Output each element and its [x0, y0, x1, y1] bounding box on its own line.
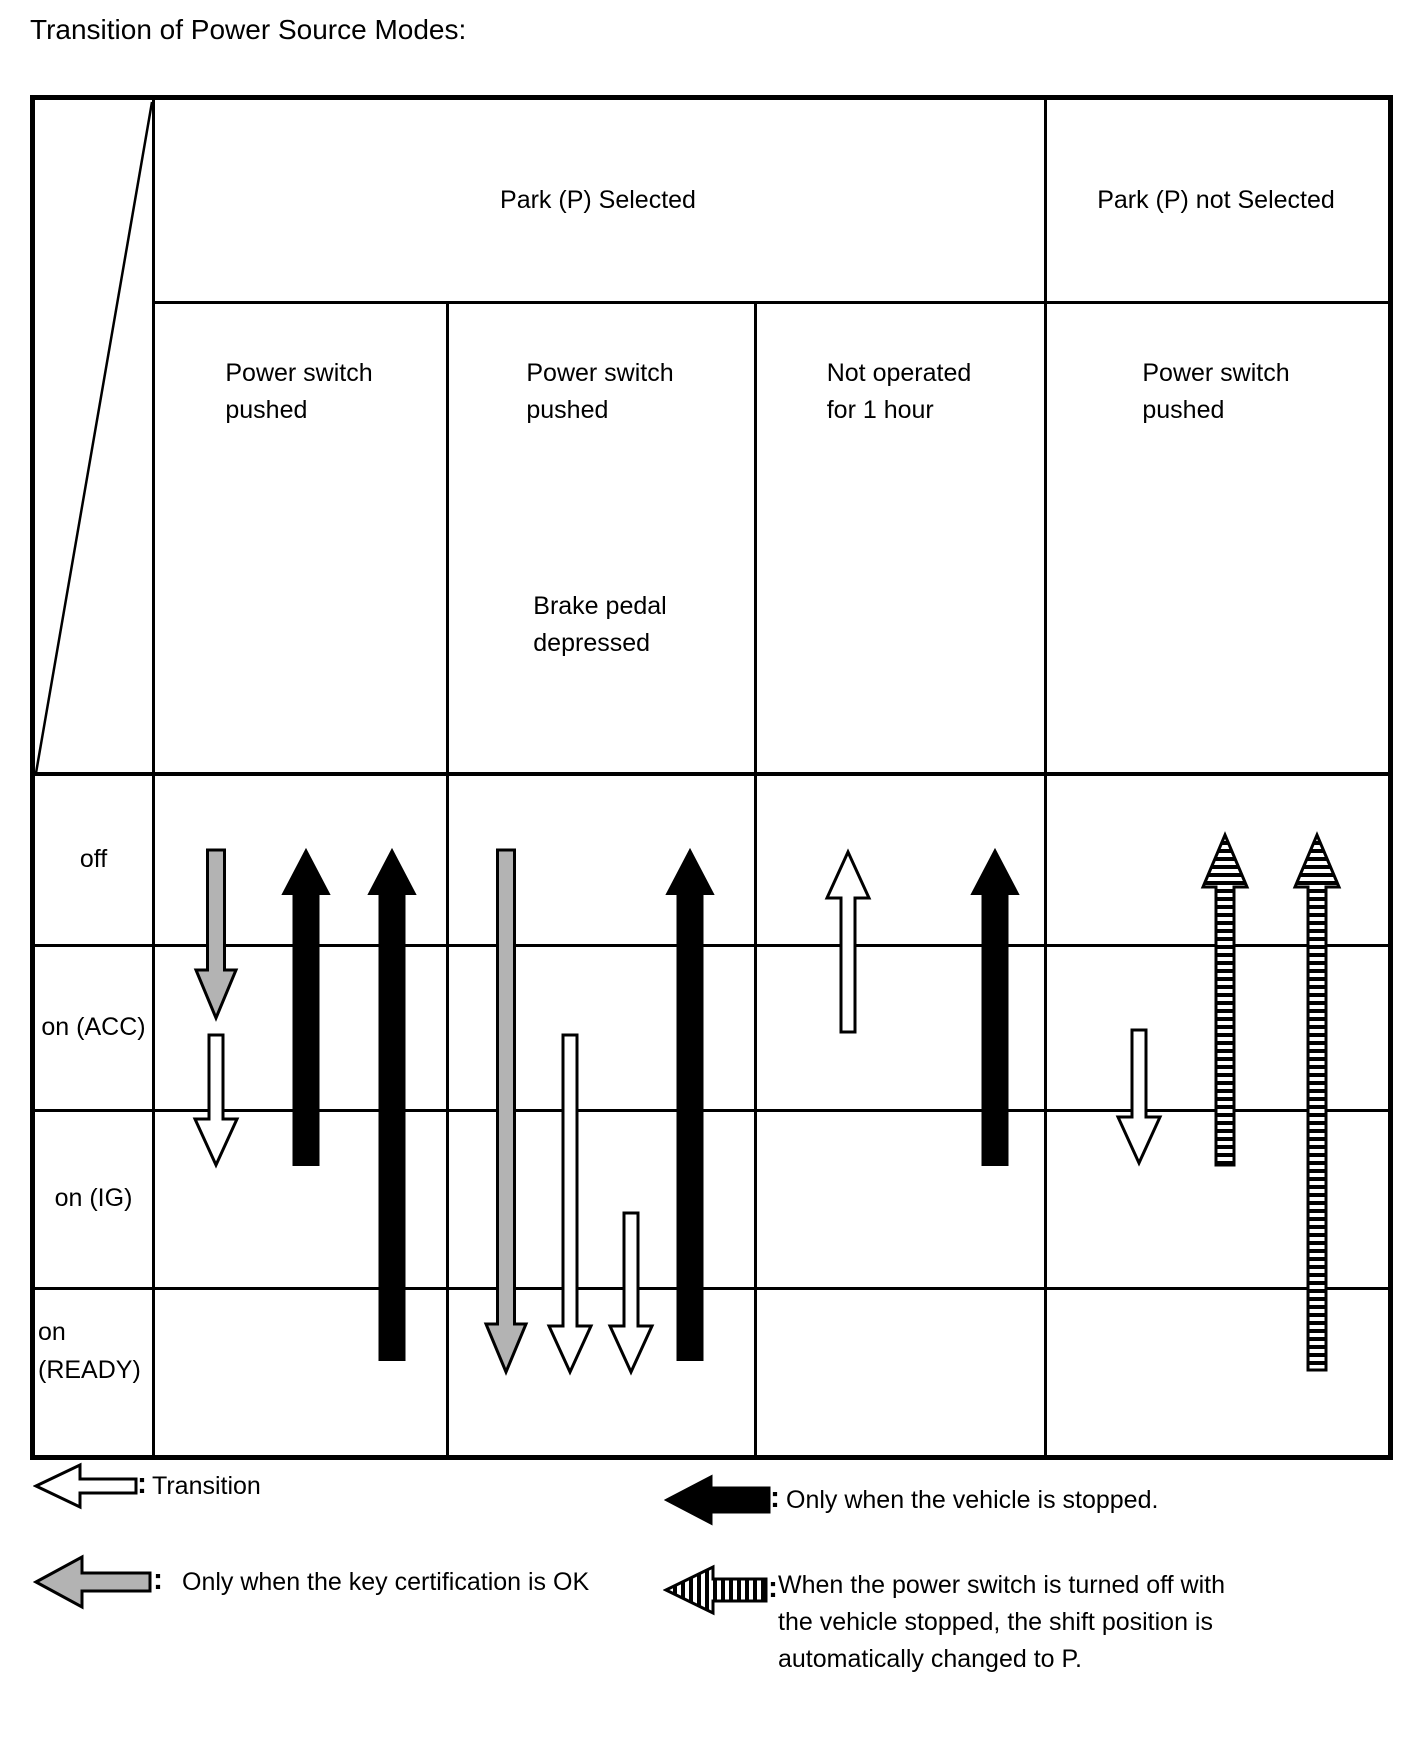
legend-label-transition: Transition [152, 1472, 261, 1500]
condition-3-line1: Not operated [826, 359, 972, 387]
header-condition-2: Power switch pushed Brake pedal depresse… [446, 301, 754, 773]
grid-line-group-bottom [152, 301, 1388, 304]
legend-label-vehicle-stopped: Only when the vehicle is stopped. [786, 1486, 1159, 1514]
arrow-white-down-onIG-to-onREADY [607, 1211, 655, 1376]
grid-line-col1-col2 [446, 301, 449, 1455]
arrow-black-up-onIG-to-off [970, 847, 1020, 1166]
legend-colon-4: : [768, 1571, 778, 1604]
condition-1-line2: pushed [225, 396, 308, 424]
header-condition-3: Not operated for 1 hour [754, 301, 1044, 773]
arrow-white-down-onACC-to-onREADY [546, 1033, 594, 1376]
row-label-off: off [35, 773, 152, 944]
legend-label-key-certification: Only when the key certification is OK [182, 1568, 590, 1596]
arrow-black-up-onREADY-to-off [665, 847, 715, 1361]
row-label-on-ready: on (READY) [35, 1287, 152, 1455]
arrow-striped-up-onREADY-to-off [1292, 831, 1342, 1372]
header-park-not-selected: Park (P) not Selected [1044, 100, 1388, 301]
legend-colon-3: : [153, 1563, 163, 1596]
row-label-on-ready-line2: (READY) [38, 1356, 141, 1384]
condition-3-line2: for 1 hour [826, 396, 934, 424]
grid-line-data-top [35, 772, 1388, 776]
condition-2-extra2: depressed [533, 629, 651, 657]
legend-arrow-glyph-white [33, 1462, 138, 1510]
transition-table: Park (P) Selected Park (P) not Selected … [30, 95, 1393, 1460]
row-label-on-acc: on (ACC) [35, 944, 152, 1109]
legend-auto-shift-line2: the vehicle stopped, the shift position … [778, 1608, 1213, 1636]
legend-arrow-glyph-gray [33, 1554, 152, 1610]
legend-colon-2: : [770, 1481, 780, 1514]
legend-arrow-glyph-black [664, 1474, 771, 1526]
header-park-selected: Park (P) Selected [152, 100, 1044, 301]
grid-line-acc-ig [35, 1109, 1388, 1112]
header-park-not-selected-label: Park (P) not Selected [1097, 186, 1335, 214]
arrow-gray-down-off-to-onACC [193, 848, 239, 1022]
condition-4-line2: pushed [1142, 396, 1225, 424]
grid-line-ig-ready [35, 1287, 1388, 1290]
arrow-white-down-onACC-to-onIG [1115, 1028, 1163, 1167]
grid-line-label-divider [152, 100, 155, 1455]
arrow-black-up-onREADY-to-off [367, 847, 417, 1361]
header-condition-1: Power switch pushed [152, 301, 446, 773]
arrow-white-down-onACC-to-onIG [192, 1033, 240, 1169]
grid-line-col3-col4 [1044, 100, 1047, 1455]
row-label-on-ig: on (IG) [35, 1109, 152, 1287]
row-label-on-ready-line1: on [38, 1318, 66, 1346]
arrow-black-up-onIG-to-off [281, 847, 331, 1166]
corner-diagonal-line [35, 101, 154, 774]
condition-2-extra1: Brake pedal [533, 592, 667, 620]
row-label-on-acc-text: on (ACC) [41, 1012, 146, 1041]
condition-2-line2: pushed [526, 396, 609, 424]
legend-auto-shift-line1: When the power switch is turned off with [778, 1571, 1225, 1599]
legend-colon-1: : [137, 1467, 147, 1500]
grid-line-col2-col3 [754, 301, 757, 1455]
grid-line-off-acc [35, 944, 1388, 947]
condition-1-line1: Power switch [225, 359, 373, 387]
header-park-selected-label: Park (P) Selected [500, 186, 696, 214]
page-title: Transition of Power Source Modes: [30, 14, 467, 45]
legend-label-auto-shift-p: When the power switch is turned off with… [778, 1567, 1225, 1678]
legend-arrow-glyph-striped [663, 1564, 768, 1616]
legend-auto-shift-line3: automatically changed to P. [778, 1645, 1082, 1673]
arrow-white-up-onACC-to-off [824, 848, 872, 1034]
row-label-off-text: off [79, 844, 108, 873]
arrow-striped-up-onIG-to-off [1200, 831, 1250, 1167]
arrow-gray-down-off-to-onREADY [483, 848, 529, 1376]
condition-2-line1: Power switch [526, 359, 674, 387]
header-condition-4: Power switch pushed [1044, 301, 1388, 773]
condition-4-line1: Power switch [1142, 359, 1290, 387]
row-label-on-ig-text: on (IG) [54, 1184, 133, 1212]
